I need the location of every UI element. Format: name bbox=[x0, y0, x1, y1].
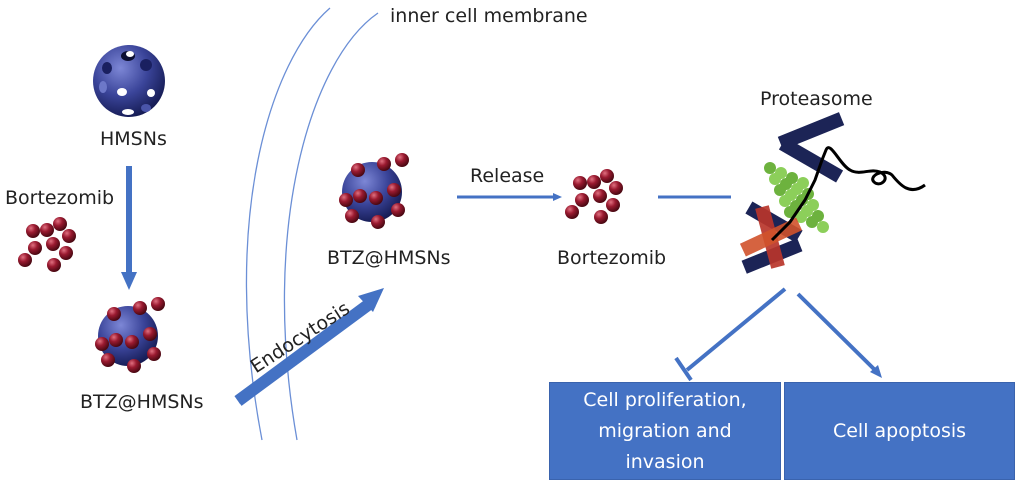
bortezomib-molecule-icon bbox=[339, 193, 353, 207]
bortezomib-molecule-icon bbox=[594, 210, 608, 224]
bortezomib-molecule-icon bbox=[345, 209, 359, 223]
bortezomib-molecule-icon bbox=[53, 217, 67, 231]
loading-arrow bbox=[121, 166, 137, 290]
bortezomib-molecule-icon bbox=[147, 347, 161, 361]
hmsn-particle-icon bbox=[93, 45, 165, 117]
bortezomib-molecules-left bbox=[18, 217, 76, 272]
bortezomib-molecule-icon bbox=[109, 333, 123, 347]
outcome-line: Cell proliferation, bbox=[583, 388, 747, 411]
bortezomib-molecule-icon bbox=[47, 258, 61, 272]
bortezomib-label-left: Bortezomib bbox=[5, 187, 115, 209]
bortezomib-molecule-icon bbox=[387, 183, 401, 197]
bortezomib-molecule-icon bbox=[565, 205, 579, 219]
btz-hmsn-particle-center-icon bbox=[339, 153, 409, 229]
membrane-inner bbox=[283, 12, 379, 441]
bortezomib-molecule-icon bbox=[107, 307, 121, 321]
release-arrow bbox=[457, 193, 562, 201]
bortezomib-molecule-icon bbox=[28, 241, 42, 255]
endocytosis-arrow bbox=[234, 288, 384, 406]
hmsn-core bbox=[98, 306, 158, 366]
bortezomib-molecule-icon bbox=[351, 163, 365, 177]
bortezomib-molecule-icon bbox=[593, 189, 607, 203]
outcome-line: invasion bbox=[625, 450, 705, 473]
proteasome-subunit bbox=[774, 184, 786, 196]
bortezomib-molecule-icon bbox=[40, 223, 54, 237]
inhibit-arrow bbox=[674, 287, 787, 382]
bortezomib-molecules-center bbox=[565, 169, 623, 224]
bortezomib-molecule-icon bbox=[62, 229, 76, 243]
proteasome-subunit bbox=[806, 216, 818, 228]
outcome-line: Cell apoptosis bbox=[832, 419, 967, 442]
outcome-box-proliferation: Cell proliferation, migration and invasi… bbox=[549, 382, 781, 480]
proteasome-subunit bbox=[769, 173, 781, 185]
bortezomib-molecule-icon bbox=[101, 353, 115, 367]
hmsn-core bbox=[342, 162, 402, 222]
bortezomib-molecule-icon bbox=[391, 203, 405, 217]
promote-arrow bbox=[796, 292, 882, 378]
release-label: Release bbox=[470, 165, 545, 187]
proteasome-subunit bbox=[817, 221, 829, 233]
bortezomib-molecule-icon bbox=[573, 176, 587, 190]
bortezomib-molecule-icon bbox=[133, 301, 147, 315]
bortezomib-molecule-icon bbox=[395, 153, 409, 167]
bortezomib-molecule-icon bbox=[125, 335, 139, 349]
bortezomib-molecule-icon bbox=[377, 157, 391, 171]
bortezomib-molecule-icon bbox=[18, 253, 32, 267]
membrane-label: inner cell membrane bbox=[390, 5, 588, 27]
protein-chain bbox=[770, 146, 926, 242]
btz-hmsns-label-center: BTZ@HMSNs bbox=[327, 247, 451, 269]
bortezomib-molecule-icon bbox=[606, 198, 620, 212]
btz-hmsns-label-left: BTZ@HMSNs bbox=[80, 391, 204, 413]
proteasome-subunit bbox=[764, 162, 776, 174]
bortezomib-molecule-icon bbox=[59, 246, 73, 260]
bortezomib-molecule-icon bbox=[95, 337, 109, 351]
bortezomib-molecule-icon bbox=[151, 297, 165, 311]
hmsns-label: HMSNs bbox=[100, 128, 167, 150]
bortezomib-molecule-icon bbox=[26, 224, 40, 238]
bortezomib-molecule-icon bbox=[587, 175, 601, 189]
bortezomib-molecule-icon bbox=[46, 237, 60, 251]
bortezomib-label-center: Bortezomib bbox=[557, 247, 667, 269]
membrane-outer bbox=[245, 7, 331, 441]
bortezomib-molecule-icon bbox=[575, 193, 589, 207]
outcome-line: migration and bbox=[598, 419, 732, 442]
bortezomib-molecule-icon bbox=[143, 327, 157, 341]
bortezomib-molecule-icon bbox=[127, 359, 141, 373]
bortezomib-molecule-icon bbox=[353, 189, 367, 203]
bortezomib-molecule-icon bbox=[600, 169, 614, 183]
bortezomib-molecule-icon bbox=[369, 191, 383, 205]
proteasome-label: Proteasome bbox=[760, 88, 873, 110]
proteasome-subunit bbox=[795, 211, 807, 223]
proteasome-icon bbox=[739, 112, 926, 274]
proteasome-subunit bbox=[779, 195, 791, 207]
outcome-box-apoptosis: Cell apoptosis bbox=[784, 382, 1015, 480]
bortezomib-molecule-icon bbox=[371, 215, 385, 229]
bortezomib-molecule-icon bbox=[609, 181, 623, 195]
btz-hmsn-particle-left-icon bbox=[95, 297, 165, 373]
